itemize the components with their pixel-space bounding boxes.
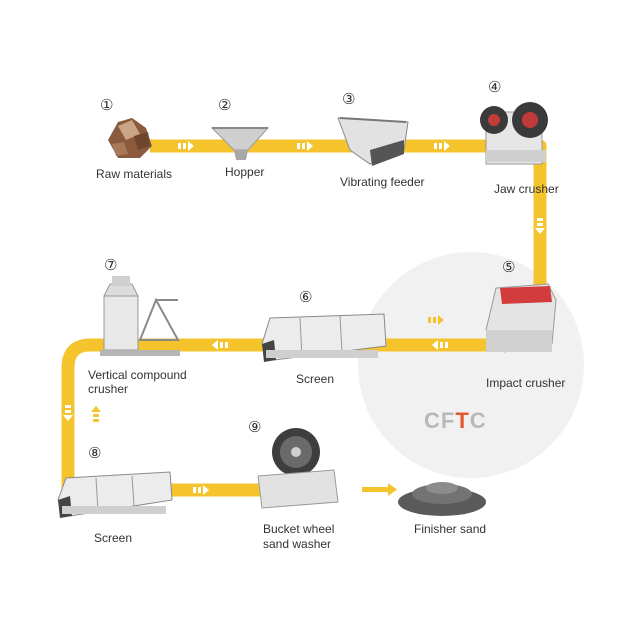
label-screen-2: Screen bbox=[94, 531, 133, 545]
arrow-down-2 bbox=[63, 405, 73, 421]
arrow-right-yellow bbox=[428, 315, 444, 325]
label-impact-crusher: Impact crusher bbox=[486, 376, 566, 390]
label-raw-materials: Raw materials bbox=[96, 167, 173, 181]
step-number-3: ③ bbox=[342, 91, 356, 108]
impact-crusher-image bbox=[485, 283, 557, 353]
step-number-4: ④ bbox=[488, 79, 502, 96]
label-bucket-wheel-line1: Bucket wheel bbox=[263, 522, 335, 536]
finisher-sand-image bbox=[398, 482, 486, 516]
step-number-7: ⑦ bbox=[104, 257, 118, 274]
arrow-left-2 bbox=[212, 340, 228, 350]
step-number-9: ⑨ bbox=[248, 419, 262, 436]
label-bucket-wheel-line2: sand washer bbox=[263, 537, 332, 551]
screen-2-image bbox=[57, 471, 173, 518]
label-finisher-sand: Finisher sand bbox=[414, 522, 487, 536]
vertical-compound-crusher-image bbox=[100, 276, 180, 356]
flow-arrows bbox=[63, 141, 545, 495]
step-number-5: ⑤ bbox=[502, 259, 516, 276]
label-vertical-compound-line1: Vertical compound bbox=[88, 368, 187, 382]
vibrating-feeder-image bbox=[337, 117, 409, 166]
arrow-right-3 bbox=[434, 141, 450, 151]
step-number-2: ② bbox=[218, 97, 232, 114]
arrow-up-yellow bbox=[91, 406, 101, 422]
arrow-right-2 bbox=[297, 141, 313, 151]
label-jaw-crusher: Jaw crusher bbox=[494, 182, 559, 196]
jaw-crusher-image bbox=[480, 102, 548, 165]
step-number-8: ⑧ bbox=[88, 445, 102, 462]
label-screen-1: Screen bbox=[296, 372, 335, 386]
label-vibrating-feeder: Vibrating feeder bbox=[340, 175, 425, 189]
arrow-right-1 bbox=[178, 141, 194, 151]
raw-materials-image bbox=[108, 118, 152, 158]
arrow-left-1 bbox=[432, 340, 448, 350]
cftc-logo: CFTC bbox=[424, 408, 487, 433]
hopper-image bbox=[210, 127, 270, 160]
arrow-down-1 bbox=[535, 218, 545, 234]
label-vertical-compound-line2: crusher bbox=[88, 382, 129, 396]
output-arrow bbox=[362, 483, 397, 496]
step-number-1: ① bbox=[100, 97, 114, 114]
bucket-wheel-sand-washer-image bbox=[257, 428, 339, 509]
screen-1-image bbox=[261, 313, 387, 362]
arrow-right-4 bbox=[193, 485, 209, 495]
label-hopper: Hopper bbox=[225, 165, 265, 179]
recycle-arrows bbox=[91, 315, 444, 496]
step-number-6: ⑥ bbox=[299, 289, 313, 306]
